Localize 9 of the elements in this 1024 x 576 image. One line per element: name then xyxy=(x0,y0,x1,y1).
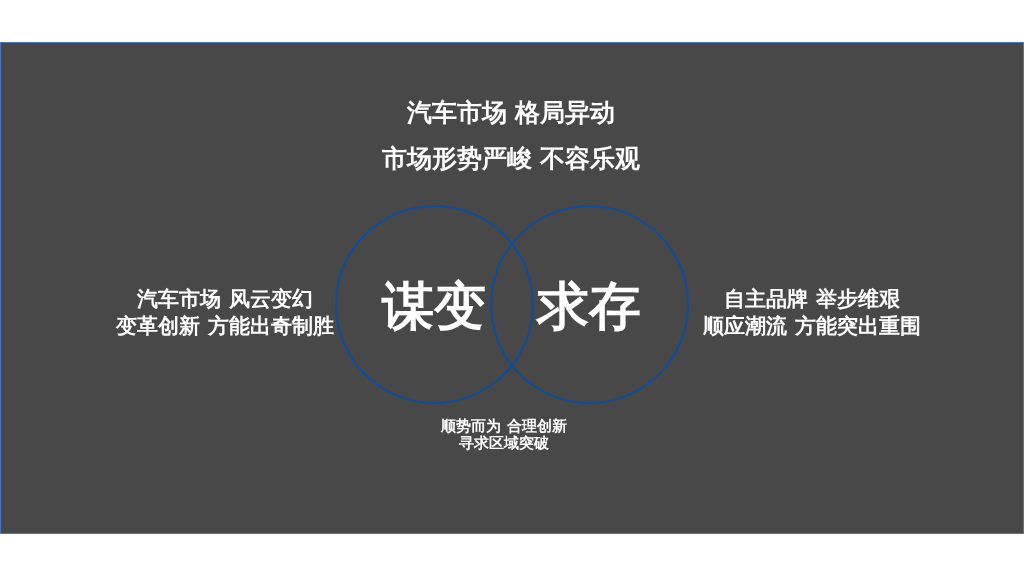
description-text: 自主品牌 举步维艰顺应潮流 方能突出重围 xyxy=(703,286,921,340)
note-text: 顺势而为 合理创新寻求区域突破 xyxy=(441,418,567,452)
circle-title: 谋变 xyxy=(382,278,486,336)
description-text: 汽车市场 风云变幻变革创新 方能出奇制胜 xyxy=(116,286,334,340)
headline-text: 汽车市场 格局异动 xyxy=(406,96,616,129)
venn-circle xyxy=(489,204,689,404)
headline-text: 市场形势严峻 不容乐观 xyxy=(381,142,641,175)
venn-circle xyxy=(334,204,534,404)
circle-title: 求存 xyxy=(537,278,641,336)
